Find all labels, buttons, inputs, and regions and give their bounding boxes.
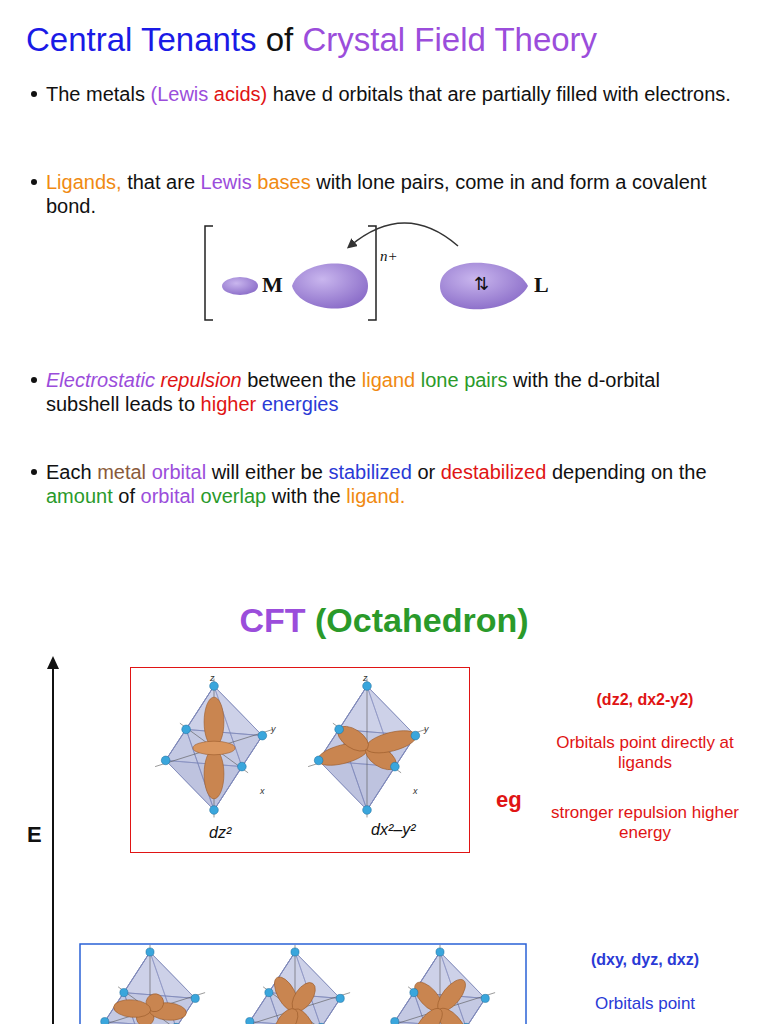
eg-box: dz² dx²–y² xyxy=(130,667,470,853)
orbital-set: (dz2, dx2-y2) xyxy=(540,690,750,709)
orbital-set: (dxy, dyz, dxz) xyxy=(540,950,750,969)
note-text: Orbitals point directly at ligands xyxy=(545,733,745,774)
axis-letter: x xyxy=(413,786,418,797)
note-text: stronger repulsion higher energy xyxy=(545,803,745,844)
slide-title: Central Tenants of Crystal Field Theory xyxy=(26,20,597,60)
bond-figure xyxy=(205,223,528,320)
bullet-text: Electrostatic repulsion between the liga… xyxy=(46,368,736,416)
axis-letter: y xyxy=(424,724,429,735)
bullet-text: The metals (Lewis acids) have d orbitals… xyxy=(46,82,746,106)
level-label: eg xyxy=(496,787,522,813)
note-text: Orbitals point xyxy=(545,994,745,1014)
axis-letter: z xyxy=(210,673,215,684)
bullet-text: Each metal orbital will either be stabil… xyxy=(46,460,736,508)
energy-axis xyxy=(52,662,54,1024)
axis-letter: y xyxy=(271,724,276,735)
axis-letter: z xyxy=(363,673,368,684)
charge-label: n+ xyxy=(380,247,398,265)
bullet-text: Ligands, that are Lewis bases with lone … xyxy=(46,170,746,218)
axis-letter: x xyxy=(260,786,265,797)
orbital-name: dx²–y² xyxy=(371,820,415,839)
section-title: CFT (Octahedron) xyxy=(84,600,684,641)
axis-label: E xyxy=(27,822,42,848)
electron-pair: ⇅ xyxy=(474,273,489,295)
ligand-symbol: L xyxy=(534,272,549,298)
metal-symbol: M xyxy=(262,272,283,298)
orbital-name: dz² xyxy=(209,823,231,842)
